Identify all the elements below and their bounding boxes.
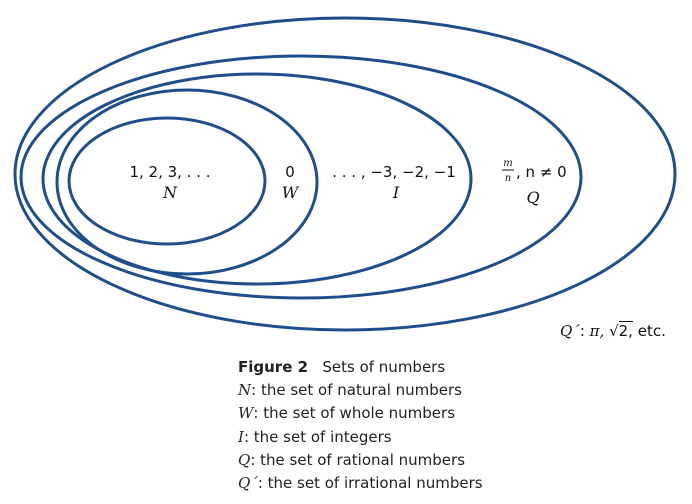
natural-ellipse-n bbox=[67, 116, 267, 246]
caption-symbol: Q´ bbox=[238, 474, 258, 493]
sqrt-sign-icon: √ bbox=[609, 322, 619, 340]
integer-members: . . . , −3, −2, −1 bbox=[332, 163, 456, 181]
caption-title-line: Figure 2 Sets of numbers bbox=[238, 356, 678, 379]
caption-line-i: I: the set of integers bbox=[238, 426, 678, 449]
caption-symbol: N bbox=[238, 381, 252, 400]
figure-subtitle: Sets of numbers bbox=[322, 358, 446, 376]
caption-symbol: W bbox=[238, 404, 254, 423]
outer-ellipse bbox=[13, 16, 677, 332]
natural-symbol: N bbox=[162, 183, 178, 202]
caption-text: : the set of rational numbers bbox=[250, 450, 466, 469]
caption-text: : the set of whole numbers bbox=[253, 404, 456, 423]
irrational-separator: : bbox=[579, 322, 585, 340]
caption-text: : the set of irrational numbers bbox=[257, 474, 483, 493]
integer-symbol: I bbox=[392, 183, 400, 202]
whole-symbol: W bbox=[282, 183, 300, 202]
figure-label: Figure 2 bbox=[238, 358, 309, 376]
pi-member: π, bbox=[589, 322, 605, 340]
fraction-numerator: m bbox=[503, 158, 512, 169]
etc-member: etc. bbox=[637, 322, 666, 340]
whole-ellipse-w bbox=[55, 88, 319, 276]
rational-ellipse-q bbox=[19, 54, 583, 300]
caption-line-q: Q: the set of rational numbers bbox=[238, 449, 678, 472]
caption-symbol: I bbox=[238, 427, 244, 446]
integer-ellipse-i bbox=[41, 72, 473, 286]
natural-members: 1, 2, 3, . . . bbox=[129, 163, 210, 181]
irrational-label: Q´: π, √2, etc. bbox=[560, 321, 666, 340]
whole-members: 0 bbox=[285, 163, 295, 181]
caption-text: : the set of integers bbox=[243, 427, 392, 446]
caption-line-qprime: Q´: the set of irrational numbers bbox=[238, 472, 678, 495]
rational-condition: , n ≠ 0 bbox=[516, 163, 567, 181]
rational-symbol: Q bbox=[526, 188, 539, 207]
caption-line-n: N: the set of natural numbers bbox=[238, 379, 678, 402]
caption-line-w: W: the set of whole numbers bbox=[238, 402, 678, 425]
caption-symbol: Q bbox=[238, 450, 251, 469]
figure-caption: Figure 2 Sets of numbers N: the set of n… bbox=[238, 356, 678, 495]
caption-text: : the set of natural numbers bbox=[251, 381, 462, 400]
sqrt-member: 2, bbox=[618, 321, 633, 340]
irrational-symbol: Q´ bbox=[560, 322, 580, 340]
fraction-denominator: n bbox=[505, 173, 511, 184]
